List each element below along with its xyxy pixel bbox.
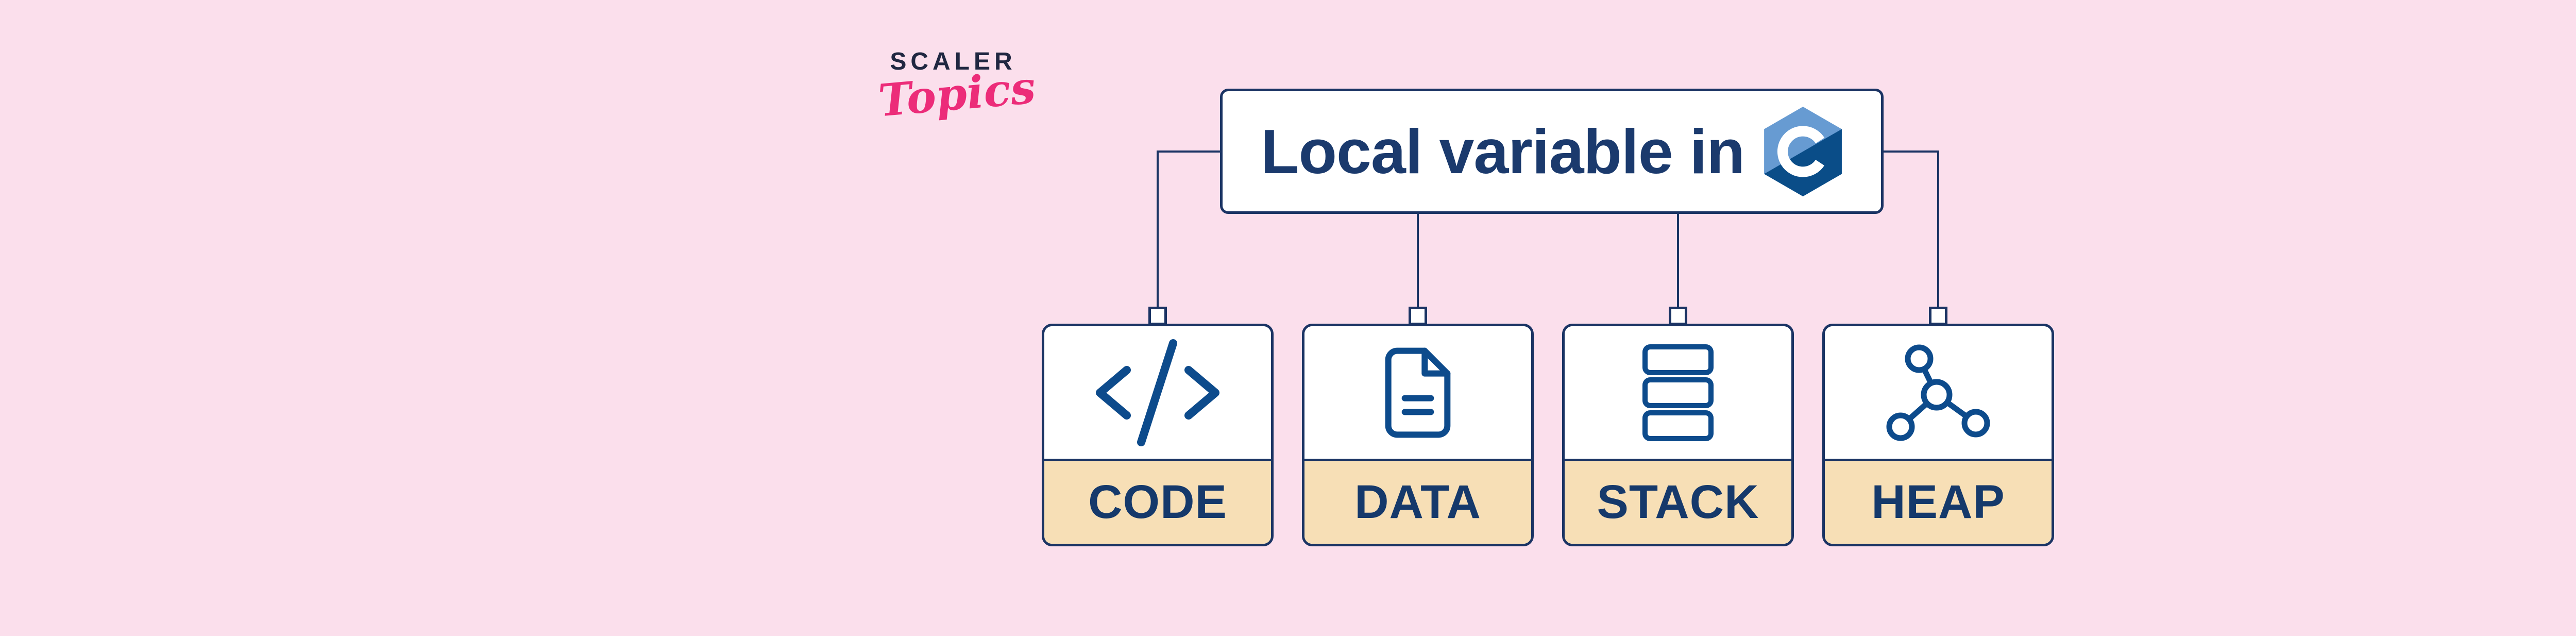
stack-icon: [1565, 326, 1791, 459]
document-icon: [1304, 326, 1531, 459]
title-box: Local variable in: [1220, 89, 1884, 214]
c-language-logo-icon: [1763, 106, 1843, 196]
heap-graph-icon: [1825, 326, 2052, 459]
port-heap: [1929, 307, 1947, 325]
node-stack: STACK: [1562, 324, 1794, 546]
connector-stack-vertical: [1677, 212, 1679, 307]
node-data: DATA: [1302, 324, 1534, 546]
code-icon: [1044, 326, 1271, 459]
page-title: Local variable in: [1260, 116, 1745, 187]
scaler-topics-logo: SCALER Topics: [876, 47, 1038, 127]
node-label: HEAP: [1825, 459, 2052, 544]
logo-script-text: Topics: [876, 61, 1038, 127]
connector-left-vertical: [1157, 150, 1159, 307]
connector-left-horizontal: [1157, 150, 1220, 153]
node-code: CODE: [1042, 324, 1274, 546]
port-code: [1148, 307, 1167, 325]
node-label: DATA: [1304, 459, 1531, 544]
connector-right-vertical: [1937, 150, 1939, 307]
node-label: STACK: [1565, 459, 1791, 544]
port-data: [1409, 307, 1427, 325]
port-stack: [1669, 307, 1687, 325]
connector-right-horizontal: [1884, 150, 1939, 153]
node-label: CODE: [1044, 459, 1271, 544]
connector-data-vertical: [1417, 212, 1419, 307]
node-heap: HEAP: [1822, 324, 2054, 546]
logo-brand-text: SCALER: [890, 48, 1016, 75]
